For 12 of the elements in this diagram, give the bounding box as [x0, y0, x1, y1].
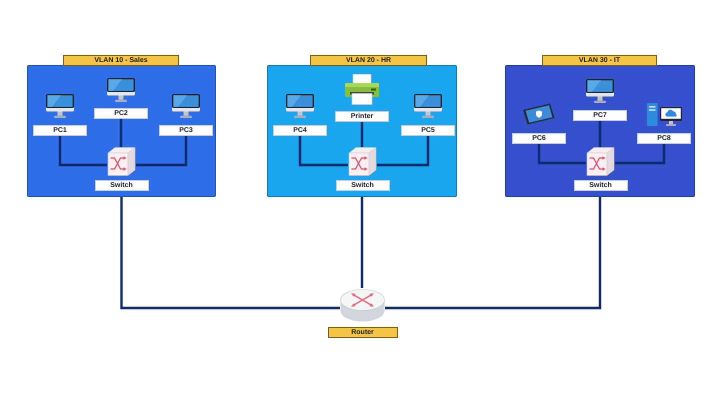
connector-line	[120, 197, 340, 310]
connector-line	[538, 144, 586, 164]
connector-line	[120, 119, 122, 147]
connector-line	[360, 122, 364, 147]
connector-line	[377, 136, 430, 166]
connector-line	[298, 136, 348, 166]
connector-line	[58, 136, 107, 166]
connector-line	[360, 197, 364, 288]
connector-line	[598, 121, 602, 147]
connector-line	[615, 144, 666, 164]
connector-line	[385, 197, 602, 310]
connector-line	[136, 136, 188, 166]
